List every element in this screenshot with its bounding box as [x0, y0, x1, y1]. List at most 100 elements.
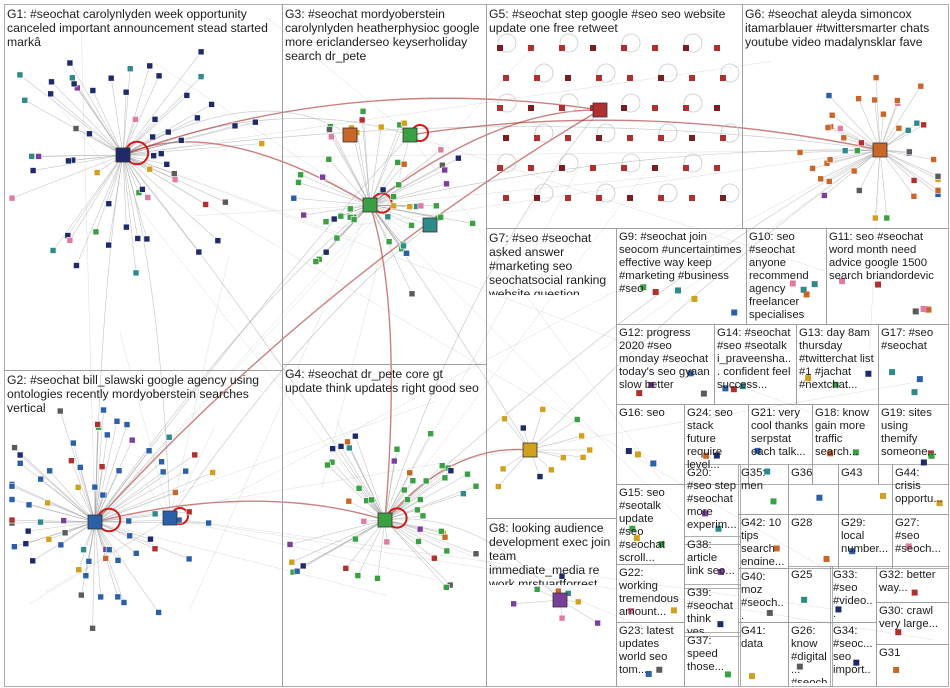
edge-faint	[225, 149, 881, 500]
hub-g3b	[402, 127, 418, 143]
vertex-g12	[648, 381, 655, 388]
vertex-g7	[499, 465, 507, 473]
edge-g1-g5	[122, 97, 601, 156]
vertex-g12	[700, 390, 707, 397]
group-label-g28: G28	[791, 517, 813, 529]
edge-cluster	[858, 98, 881, 151]
vertex-g2	[29, 557, 37, 565]
vertex-g42	[773, 545, 780, 552]
edge-cluster	[361, 119, 371, 206]
edge-cluster	[94, 437, 170, 523]
vertex-g22	[670, 607, 677, 614]
edge-cluster	[67, 154, 124, 236]
edge-faint	[94, 44, 536, 523]
edge-cluster	[384, 519, 451, 586]
vertex-g2	[185, 555, 193, 563]
edge-cluster	[300, 174, 371, 206]
group-label-g27: G27: #seo #seoch...	[895, 517, 941, 555]
vertex-g2	[205, 519, 212, 527]
group-label-g42: G42: 10 tips search engine...	[741, 517, 785, 565]
vertex-g2	[74, 484, 82, 491]
self-loop-g5	[683, 153, 703, 173]
vertex-g4	[441, 474, 449, 482]
edge-cluster	[298, 182, 371, 206]
vertex-g3	[403, 249, 410, 257]
vertex-g19	[928, 452, 935, 459]
vertex-g4	[422, 477, 430, 485]
edge-cluster	[68, 154, 124, 162]
edge-g4-g7	[384, 448, 531, 521]
vertex-g1	[21, 96, 29, 104]
vertex-g4	[354, 572, 362, 579]
vertex-g2	[151, 510, 159, 518]
vertex-g3	[326, 126, 333, 133]
self-loop-g5	[720, 63, 740, 83]
edge-cluster	[874, 99, 881, 151]
vertex-g1	[105, 241, 112, 249]
vertex-g5	[565, 75, 571, 81]
edge-cluster	[332, 448, 386, 521]
edge-cluster	[122, 154, 200, 253]
vertex-g3	[379, 186, 387, 194]
vertex-g30	[895, 629, 902, 636]
vertex-g1	[105, 200, 113, 207]
vertex-g7	[573, 416, 581, 423]
edge-cluster	[296, 519, 386, 572]
edge-faint	[189, 204, 371, 611]
vertex-g1	[183, 92, 191, 99]
edge-cluster	[289, 519, 386, 545]
vertex-g4	[288, 558, 296, 566]
self-loop-g5	[596, 63, 616, 83]
vertex-g1	[194, 114, 201, 122]
vertex-g4	[352, 535, 359, 543]
vertex-g1	[72, 125, 80, 132]
edge-g3b-g6	[409, 119, 881, 151]
edge-cluster	[832, 114, 881, 151]
vertex-g11	[875, 281, 882, 288]
edge-faint	[169, 517, 934, 641]
vertex-g1	[149, 133, 156, 141]
vertex-g5	[689, 75, 695, 81]
vertex-g4	[416, 496, 424, 503]
group-label-g38: G38: article link seo...	[687, 539, 735, 577]
hub-g4	[377, 512, 393, 528]
vertex-g4	[438, 528, 445, 535]
edge-cluster	[94, 454, 195, 523]
vertex-g4	[337, 443, 345, 450]
vertex-g1	[258, 140, 266, 147]
hub-g3c	[342, 127, 358, 143]
vertex-g2	[11, 444, 18, 451]
vertex-g4	[406, 469, 414, 477]
vertex-g2	[114, 593, 122, 601]
vertex-g4	[431, 554, 438, 562]
edge-cluster	[110, 78, 124, 156]
vertex-g6	[910, 192, 918, 200]
vertex-g2	[46, 467, 53, 475]
edge-faint	[599, 149, 881, 351]
group-label-g2: G2: #seochat bill_slawski google agency …	[7, 373, 260, 415]
vertex-g1	[222, 198, 229, 206]
vertex-g1	[92, 228, 100, 236]
vertex-g1	[202, 201, 209, 208]
vertex-g11	[925, 306, 932, 313]
hub-g7	[522, 442, 538, 458]
vertex-g3	[359, 108, 367, 115]
group-label-g16: G16: seo	[619, 407, 665, 419]
vertex-g21	[754, 447, 761, 454]
vertex-g3	[350, 216, 358, 223]
vertex-g15	[658, 541, 665, 548]
vertex-g1	[66, 59, 74, 67]
hub-g8	[552, 592, 568, 608]
vertex-g20	[715, 525, 722, 532]
group-label-g7: G7: #seo #seochat asked answer #marketin…	[489, 231, 607, 295]
vertex-g2	[8, 496, 16, 503]
vertex-g5	[658, 135, 664, 141]
vertex-g2	[44, 499, 51, 507]
vertex-g2	[113, 417, 121, 425]
vertex-g7	[548, 466, 555, 474]
edge-faint	[94, 521, 387, 596]
vertex-g6	[883, 214, 891, 222]
vertex-g2	[99, 491, 107, 499]
group-label-g18: G18: know gain more traffic search...	[815, 407, 870, 458]
edge-faint	[94, 401, 436, 523]
